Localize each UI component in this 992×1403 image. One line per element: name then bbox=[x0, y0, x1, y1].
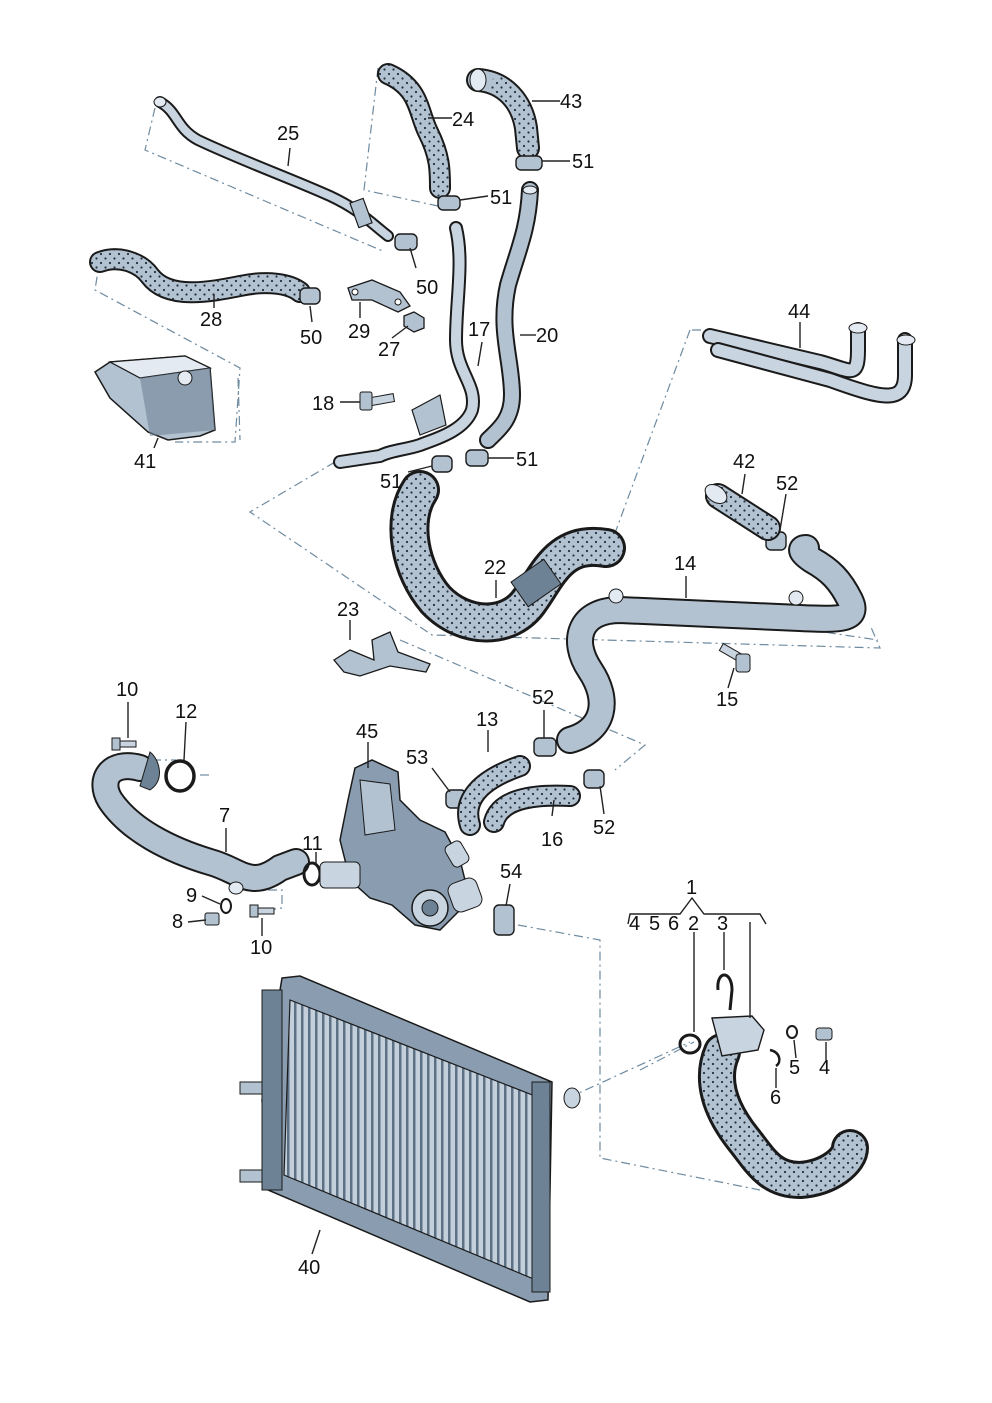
o-ring-12 bbox=[164, 759, 196, 793]
label-50-left: 50 bbox=[300, 327, 322, 349]
pipe-25 bbox=[153, 96, 394, 242]
label-10-top: 10 bbox=[116, 679, 138, 701]
bolt-15 bbox=[718, 642, 751, 673]
label-5: 5 bbox=[789, 1057, 800, 1079]
hose-13 bbox=[457, 755, 531, 836]
label-13: 13 bbox=[476, 709, 498, 731]
label-51-lower-left: 51 bbox=[380, 471, 402, 493]
label-18: 18 bbox=[312, 393, 334, 415]
assembly-guide-lines bbox=[94, 67, 881, 1191]
label-51-lower-right: 51 bbox=[516, 449, 538, 471]
label-11: 11 bbox=[302, 833, 323, 855]
label-1: 1 bbox=[686, 877, 697, 899]
label-6: 6 bbox=[770, 1087, 781, 1109]
bracket-23 bbox=[333, 631, 431, 677]
pipe-14 bbox=[556, 534, 867, 754]
leader-lines bbox=[127, 100, 827, 1255]
label-52-middle: 52 bbox=[532, 687, 554, 709]
hose-43 bbox=[466, 68, 540, 160]
label-23: 23 bbox=[337, 599, 359, 621]
label-10-bottom: 10 bbox=[250, 937, 272, 959]
label-43: 43 bbox=[560, 91, 582, 113]
part-number-labels: 25 24 43 51 51 50 28 50 29 27 17 20 18 4… bbox=[116, 91, 830, 1279]
pipe-assembly-44 bbox=[702, 322, 916, 404]
group-label-5: 5 bbox=[649, 913, 660, 935]
label-20: 20 bbox=[536, 325, 558, 347]
group-label-2: 2 bbox=[688, 913, 699, 935]
pipe-17 bbox=[333, 221, 480, 469]
label-24: 24 bbox=[452, 109, 474, 131]
label-22: 22 bbox=[484, 557, 506, 579]
label-4: 4 bbox=[819, 1057, 830, 1079]
hose-20 bbox=[479, 181, 539, 449]
bolt-10-bottom bbox=[249, 904, 275, 918]
label-45: 45 bbox=[356, 721, 378, 743]
bolt-10-top bbox=[111, 737, 137, 751]
label-44: 44 bbox=[788, 301, 810, 323]
label-53: 53 bbox=[406, 747, 428, 769]
label-8: 8 bbox=[172, 911, 183, 933]
label-17: 17 bbox=[468, 319, 490, 341]
hose-42 bbox=[704, 483, 781, 541]
label-50-right: 50 bbox=[416, 277, 438, 299]
label-29: 29 bbox=[348, 321, 370, 343]
bracket-29 bbox=[347, 279, 411, 313]
hose-clamps bbox=[299, 155, 787, 936]
pipe-7 bbox=[91, 751, 310, 895]
water-pump-45 bbox=[319, 759, 483, 931]
expansion-tank-41 bbox=[93, 355, 216, 441]
label-9: 9 bbox=[186, 885, 197, 907]
group-label-6: 6 bbox=[668, 913, 679, 935]
label-28: 28 bbox=[200, 309, 222, 331]
plug-8 bbox=[204, 912, 220, 926]
radiator-40 bbox=[239, 975, 581, 1303]
label-52-bottom: 52 bbox=[593, 817, 615, 839]
group-label-4: 4 bbox=[629, 913, 640, 935]
hose-24 bbox=[377, 63, 451, 199]
label-25: 25 bbox=[277, 123, 299, 145]
label-41: 41 bbox=[134, 451, 156, 473]
label-54: 54 bbox=[500, 861, 522, 883]
label-51-upper: 51 bbox=[490, 187, 512, 209]
label-14: 14 bbox=[674, 553, 696, 575]
label-27: 27 bbox=[378, 339, 400, 361]
hose-assembly-1 bbox=[678, 973, 869, 1199]
hose-28 bbox=[89, 248, 311, 304]
bolt-18 bbox=[359, 391, 396, 411]
label-51-top: 51 bbox=[572, 151, 594, 173]
hose-22 bbox=[389, 470, 626, 643]
label-42: 42 bbox=[733, 451, 755, 473]
group-label-3: 3 bbox=[717, 913, 728, 935]
label-15: 15 bbox=[716, 689, 738, 711]
hose-16 bbox=[483, 784, 581, 833]
o-ring-9 bbox=[220, 898, 232, 914]
label-7: 7 bbox=[219, 805, 230, 827]
nut-27 bbox=[403, 311, 425, 333]
label-52-top: 52 bbox=[776, 473, 798, 495]
o-ring-11 bbox=[302, 861, 322, 887]
label-12: 12 bbox=[175, 701, 197, 723]
label-40: 40 bbox=[298, 1257, 320, 1279]
label-16: 16 bbox=[541, 829, 563, 851]
